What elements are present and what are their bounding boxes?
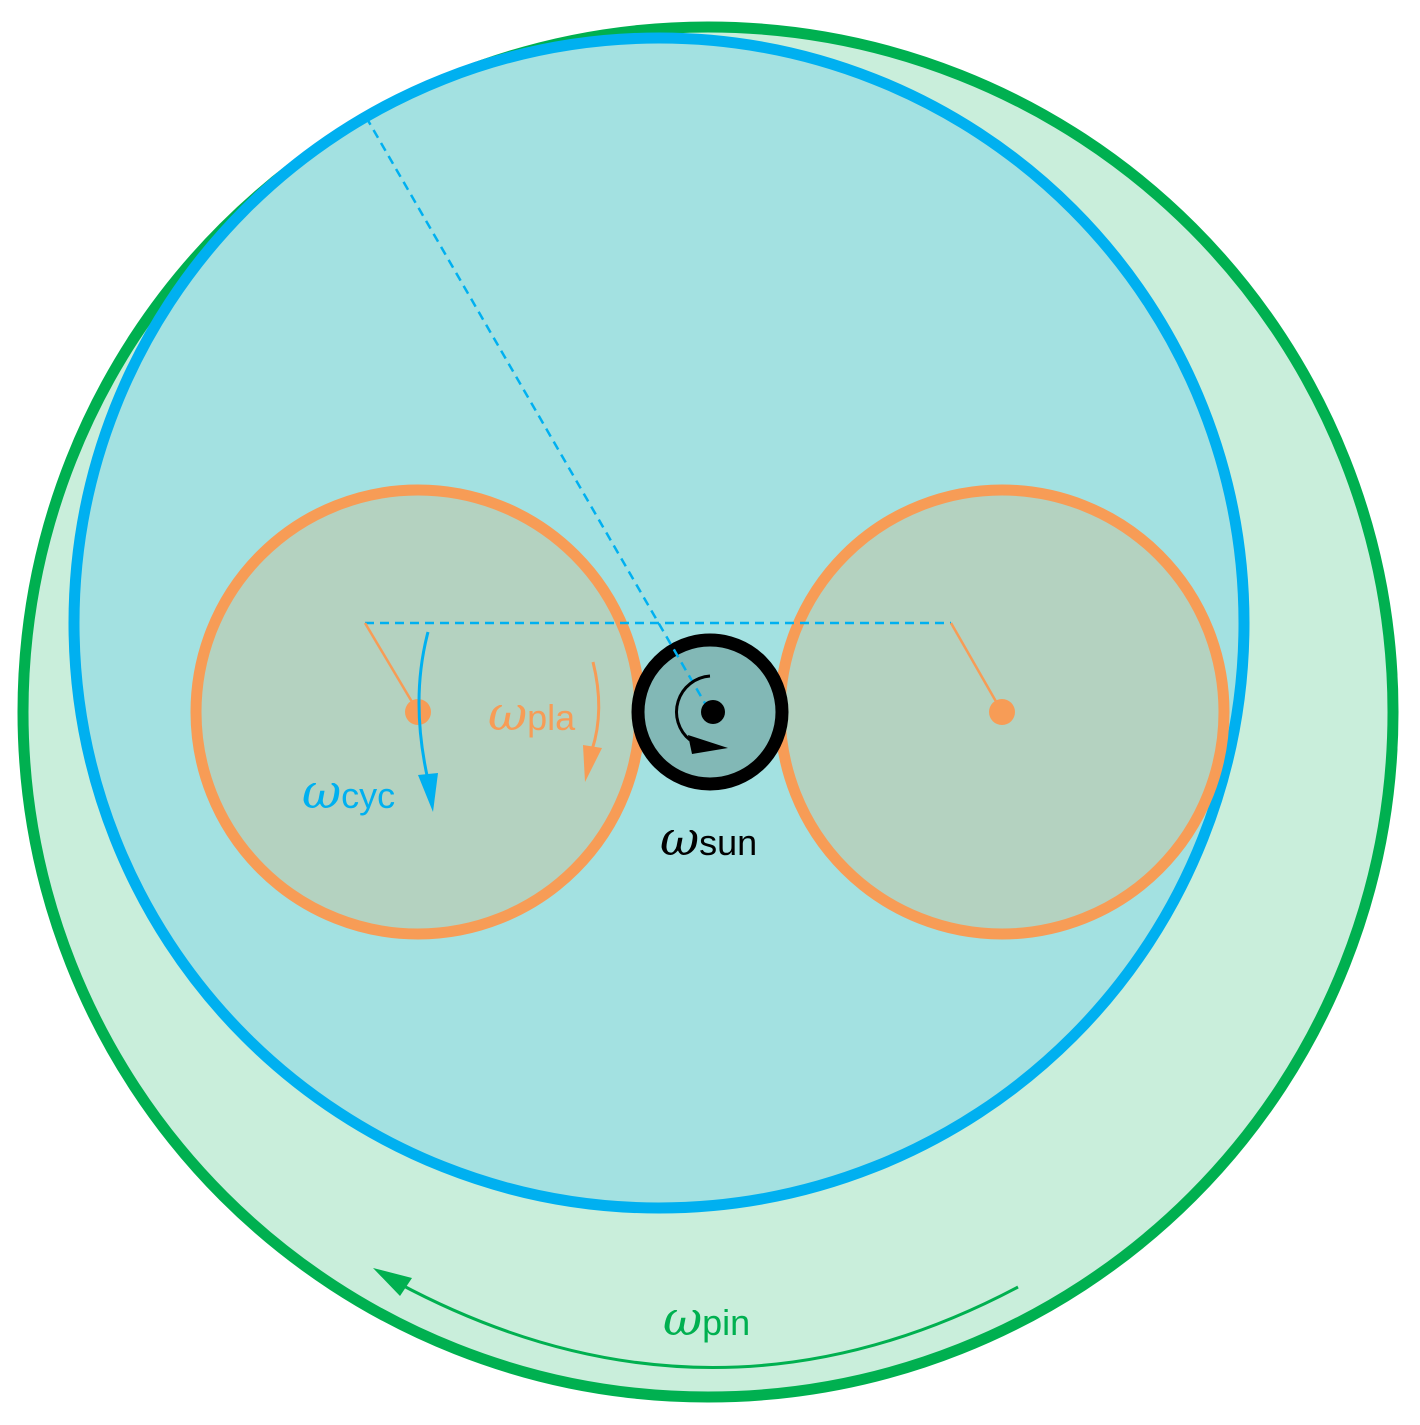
sun-center-dot [701,700,725,724]
label-planet: ωpla [488,686,576,742]
left-crank-line [363,622,420,713]
cycloid-rotation-arrow-icon [417,631,438,812]
planet-rotation-arrow-icon [583,661,602,782]
label-sun: ωsun [660,811,757,867]
pin-rotation-arrow-icon [373,1268,1019,1369]
right-crank-line [949,622,1004,713]
label-pin: ωpin [663,1291,750,1347]
radius-dashed-line [364,116,712,713]
label-cycloid: ωcyc [302,764,395,820]
right-planet-center-dot [989,699,1015,725]
sun-rotation-arrow-icon [675,674,728,754]
